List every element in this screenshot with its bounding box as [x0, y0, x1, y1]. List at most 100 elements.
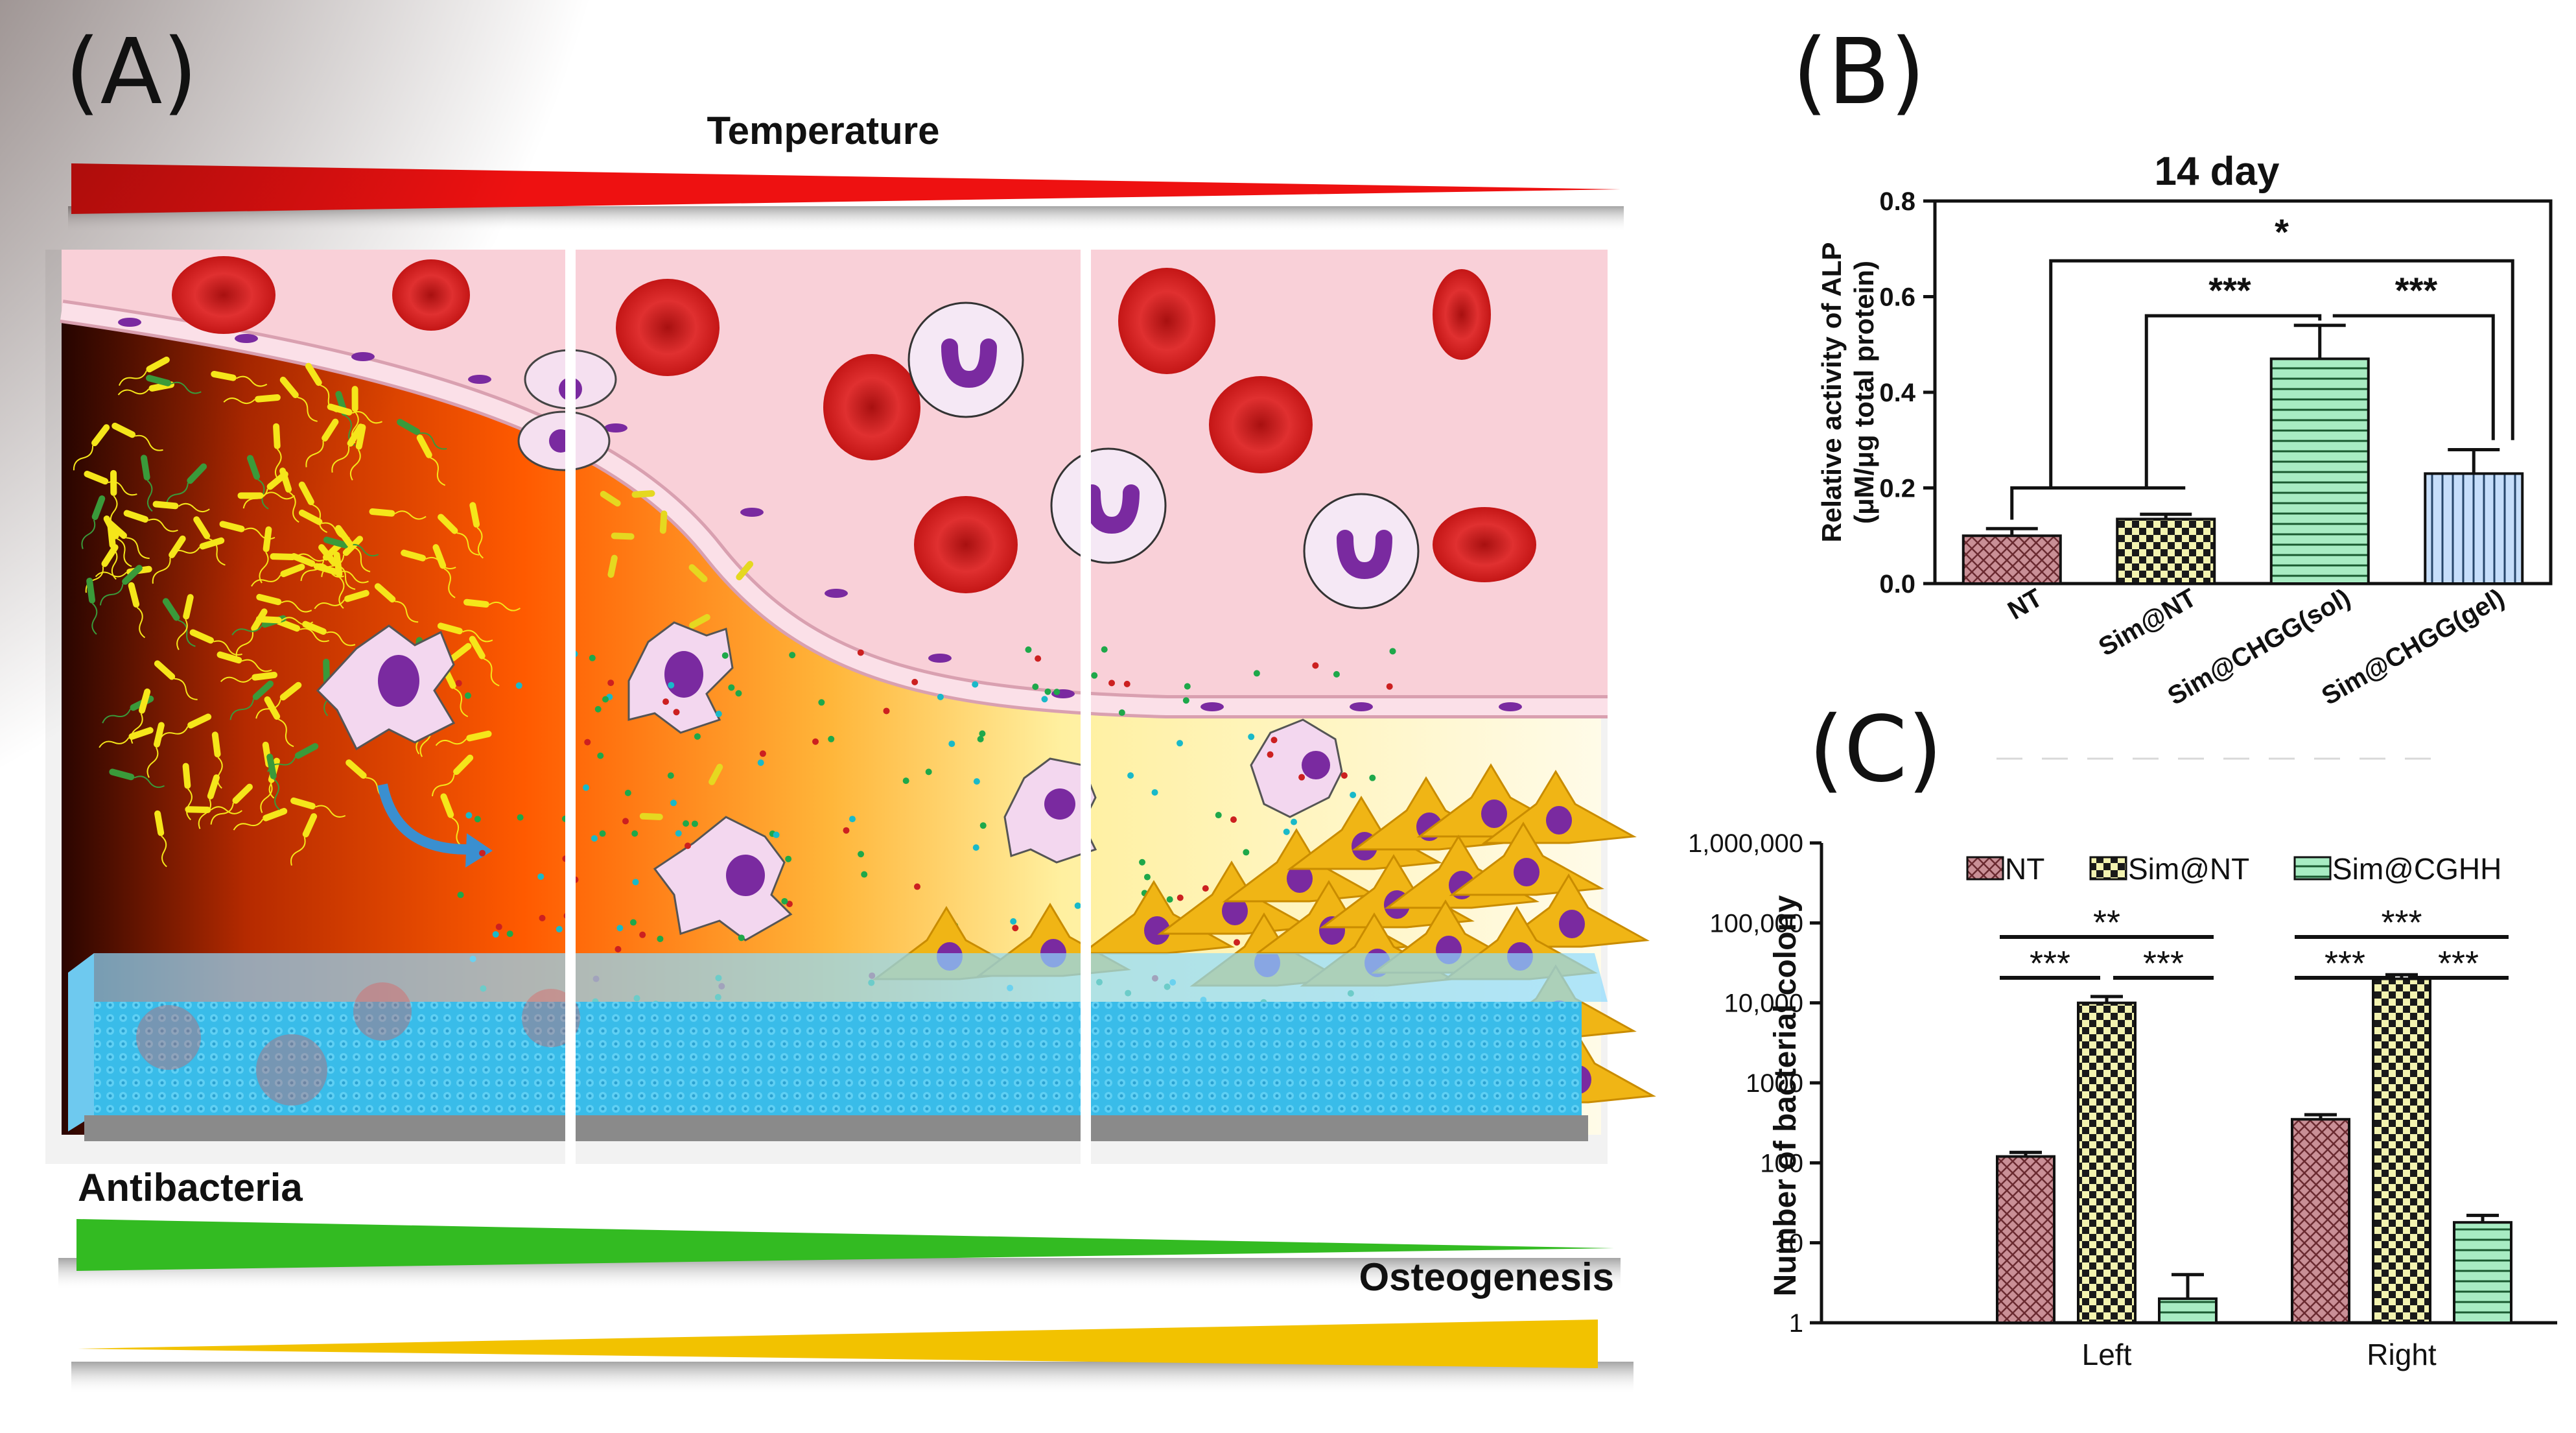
hydrogel-layer: [94, 953, 1608, 1002]
rbc: [1209, 376, 1313, 473]
bacterium: [607, 554, 618, 578]
ion-dot: [622, 818, 629, 825]
ion-dot: [667, 772, 674, 779]
bacterium: [313, 563, 369, 584]
ion-dot: [902, 777, 909, 785]
ion-dot: [492, 930, 499, 938]
ion-dot: [1177, 894, 1184, 901]
panel-label-b: (B): [1792, 19, 1926, 125]
ion-dot: [785, 855, 792, 862]
ion-dot: [1041, 696, 1048, 703]
bacterium: [182, 763, 193, 820]
macrophages: [316, 621, 1343, 942]
chart-c-ytick-label: 10: [1775, 1229, 1804, 1258]
bacterium: [416, 434, 446, 486]
bacterium: [185, 806, 242, 814]
ion-dot: [583, 784, 590, 791]
leukocyte: [907, 302, 1024, 418]
bacterium: [349, 424, 366, 481]
ion-dot: [728, 684, 735, 691]
ion-dot: [631, 830, 638, 837]
bacterium: [251, 563, 305, 587]
ion-dot: [781, 897, 788, 905]
rbc: [1118, 268, 1215, 374]
bacterium: [128, 582, 146, 639]
bacterium: [463, 598, 521, 611]
bacterium: [211, 370, 268, 387]
titanium-substrate: [84, 1115, 1588, 1141]
bacterium: [165, 463, 207, 506]
ion-dot: [1123, 680, 1130, 687]
ion-dot: [629, 919, 637, 926]
bacterium: [290, 797, 346, 818]
bacterium: [290, 813, 318, 866]
ion-dot: [584, 739, 591, 746]
ion-dot: [1177, 740, 1184, 747]
chart-b-significance: ***: [2208, 270, 2251, 311]
ion-dot: [615, 945, 622, 953]
leukocyte: [1050, 447, 1167, 564]
temperature-label: Temperature: [707, 109, 939, 152]
bacterium: [189, 629, 242, 656]
ion-dot: [479, 849, 486, 857]
ion-dot: [738, 934, 745, 942]
ion-dot: [1035, 655, 1042, 662]
chart-c-xtick-label: Left: [2082, 1338, 2132, 1371]
chart-b-bracket: [2010, 486, 2186, 520]
bacterium: [273, 423, 282, 481]
ion-dot: [1184, 683, 1191, 690]
ion-dot: [1202, 885, 1209, 892]
ion-dot: [828, 735, 835, 742]
chart-c-significance: ***: [2438, 944, 2479, 983]
chart-b-bar: [2269, 357, 2370, 585]
ion-dot: [1074, 902, 1081, 909]
chart-b-significance: ***: [2395, 270, 2438, 311]
bacterium: [688, 613, 710, 629]
chart-c-significance: ***: [2030, 944, 2070, 983]
coating-edge: [68, 953, 94, 1131]
chart-c-ytick-label: 1: [1789, 1309, 1803, 1338]
bacteria-cluster: [73, 356, 754, 868]
ion-dot: [670, 799, 677, 807]
endothelial-nuclei: [118, 318, 1522, 711]
ion-dot: [455, 680, 462, 687]
bacterium: [169, 537, 225, 557]
bacterium: [435, 730, 492, 746]
ion-dot: [662, 698, 670, 705]
ion-dot: [589, 654, 596, 661]
bacterium: [659, 510, 668, 534]
bacterium: [437, 622, 493, 643]
bacterium: [255, 615, 314, 626]
release-arrowhead: [465, 833, 493, 868]
ion-dot: [759, 750, 766, 757]
ion-dot: [556, 926, 563, 933]
chart-b-ytick-label: 0.6: [1879, 283, 1915, 312]
ion-dot: [735, 690, 742, 697]
bacterium: [162, 598, 196, 647]
ion-dot: [597, 752, 604, 759]
leukocyte: [1303, 493, 1420, 610]
bacterium: [255, 681, 302, 719]
bacterium: [99, 565, 143, 606]
chart-c-significance: ***: [2143, 944, 2184, 983]
ion-dot: [1369, 774, 1376, 781]
bacterium: [109, 768, 165, 788]
bacterium: [146, 722, 165, 778]
bacterium: [123, 510, 178, 532]
ion-dot: [1182, 697, 1189, 704]
chart-b-bracket: [2332, 314, 2495, 440]
rbc: [1433, 507, 1536, 582]
rbc: [823, 354, 920, 460]
chart-c-significance: **: [2093, 903, 2120, 942]
ion-dot: [624, 789, 631, 796]
chart-b-ytick-label: 0.4: [1879, 379, 1915, 407]
bacterium: [279, 376, 318, 422]
chart-c-legend-label: Sim@CGHH: [2332, 852, 2501, 886]
bacterium: [298, 481, 328, 533]
chart-b-ytick-label: 0.0: [1879, 570, 1915, 598]
ion-dot: [639, 931, 646, 938]
ion-dot: [1234, 939, 1241, 946]
bacterium: [323, 536, 379, 557]
antibacteria-gradient-wedge: [76, 1219, 1614, 1271]
